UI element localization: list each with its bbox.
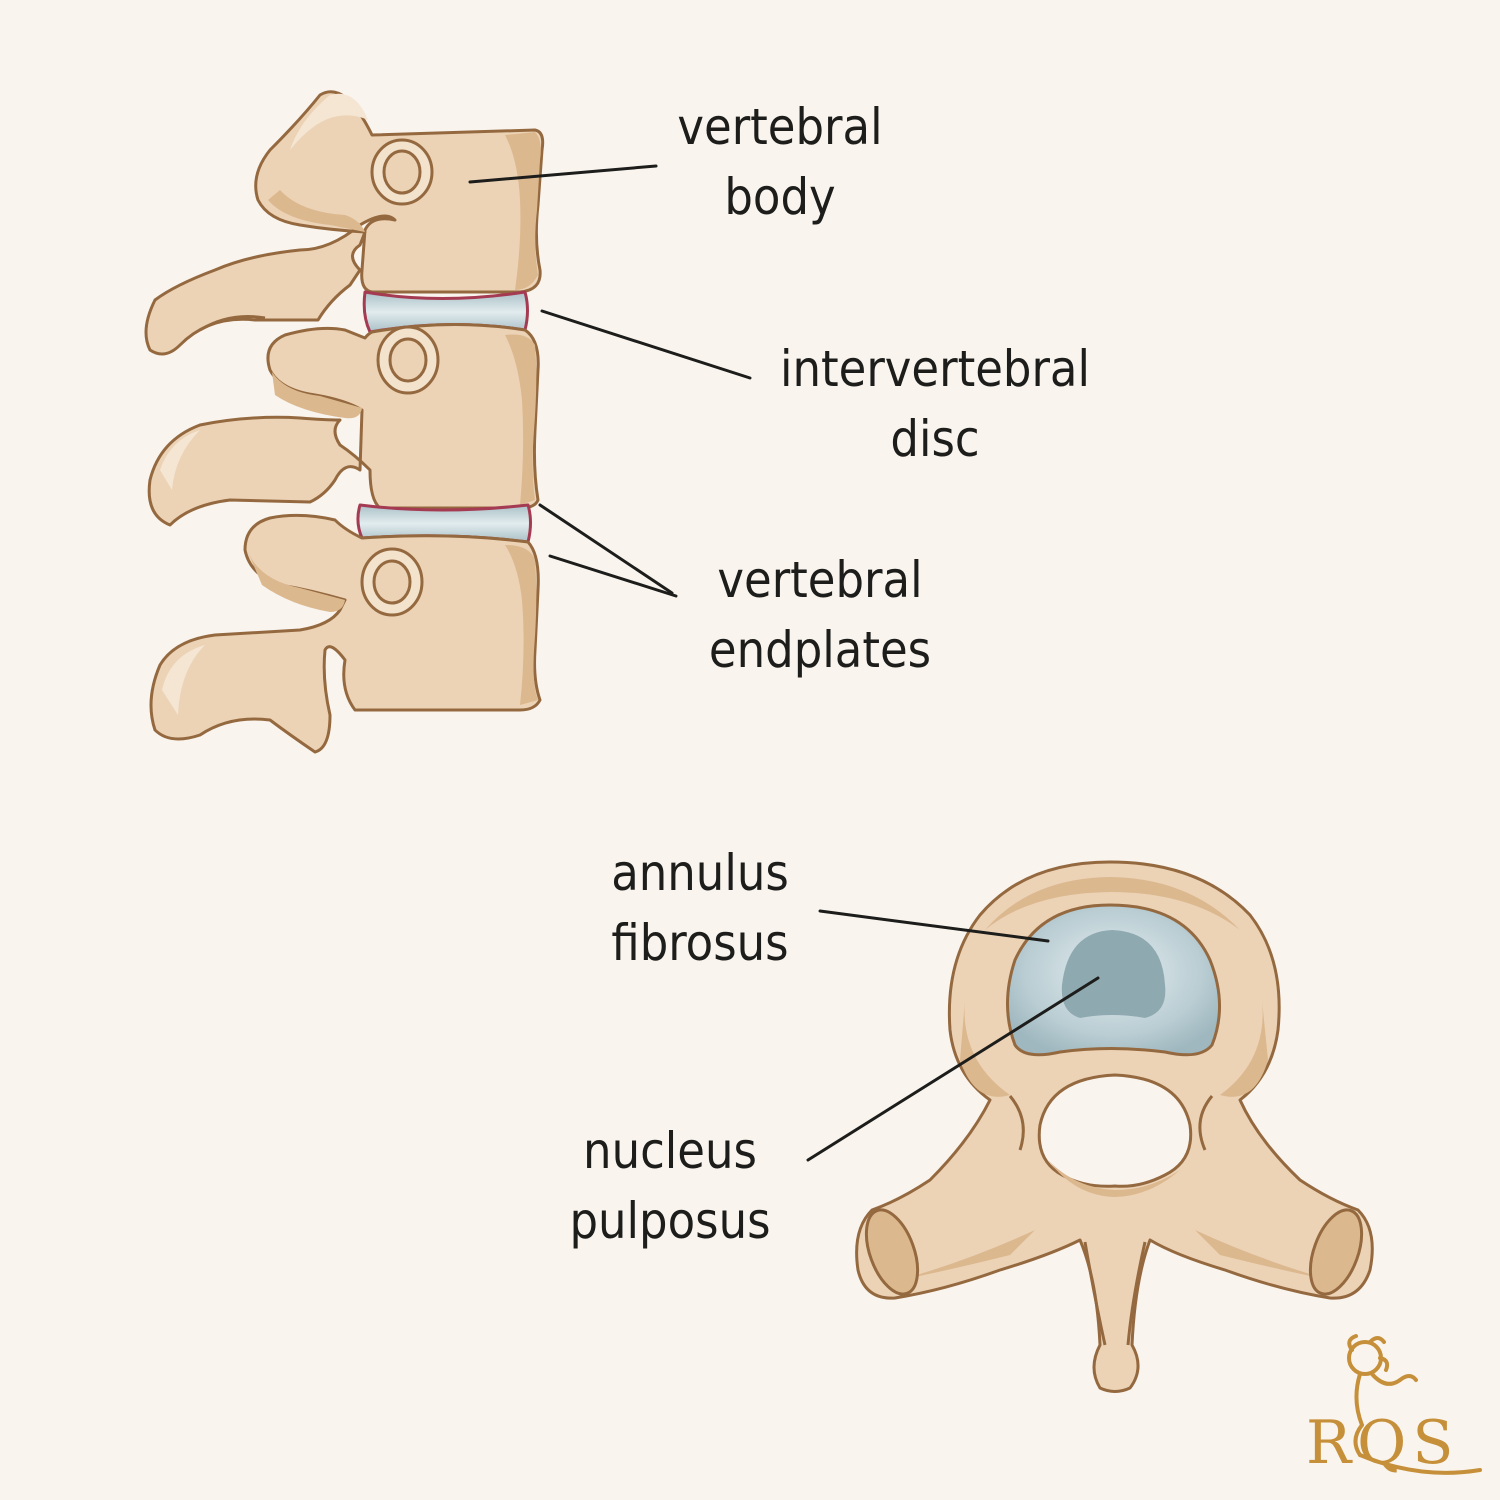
label-vertebral-endplates: vertebral endplates — [680, 545, 960, 685]
leader-line-intervertebral-disc — [540, 309, 752, 380]
label-intervertebral-disc: intervertebral disc — [750, 334, 1120, 474]
leader-line-endplate-lower — [548, 554, 678, 598]
label-line: body — [724, 168, 836, 226]
label-annulus-fibrosus: annulus fibrosus — [570, 838, 830, 978]
vertebra-middle — [147, 322, 540, 527]
label-line: fibrosus — [611, 914, 789, 972]
vertebra-top — [144, 90, 545, 356]
label-line: endplates — [708, 621, 932, 679]
vertebra-bottom — [149, 513, 542, 754]
label-line: disc — [890, 410, 980, 468]
leader-line-nucleus-pulposus — [806, 976, 1100, 1162]
lion-icon — [1347, 1334, 1482, 1475]
nucleus-pulposus-region — [1061, 930, 1166, 1018]
label-line: annulus — [611, 844, 789, 902]
label-nucleus-pulposus: nucleus pulposus — [540, 1116, 800, 1256]
vertebra-top-view — [855, 860, 1374, 1393]
rqs-logo: RQS — [1290, 1330, 1490, 1490]
leader-lines — [468, 164, 1100, 1162]
leader-line-annulus-fibrosus — [818, 909, 1050, 943]
label-line: vertebral — [717, 551, 923, 609]
label-line: pulposus — [569, 1192, 771, 1250]
spine-side-view — [144, 90, 545, 754]
leader-line-vertebral-body — [468, 164, 658, 184]
label-line: vertebral — [677, 98, 883, 156]
spinal-canal — [1037, 1073, 1193, 1188]
label-vertebral-body: vertebral body — [640, 92, 920, 232]
leader-line-endplate-upper — [538, 503, 674, 595]
logo-letters: RQS — [1306, 1408, 1460, 1478]
label-line: nucleus — [583, 1122, 757, 1180]
label-line: intervertebral — [779, 340, 1090, 398]
